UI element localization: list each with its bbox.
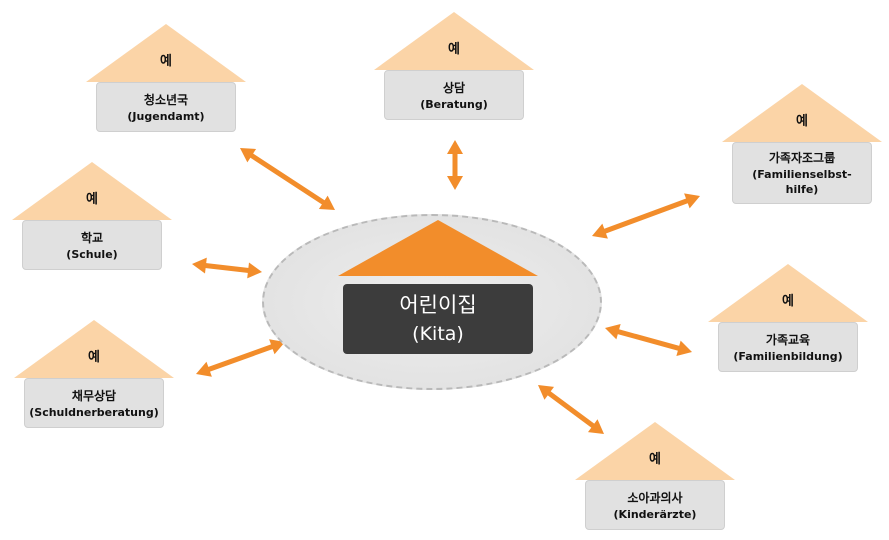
node-box: 채무상담 (Schuldnerberatung) xyxy=(24,378,164,428)
arrow-familienbildung xyxy=(605,324,692,356)
node-box: 소아과의사 (Kinderärzte) xyxy=(585,480,725,530)
node-roof-label: 예 xyxy=(782,294,794,309)
arrow-shaft xyxy=(201,262,253,274)
center-title: 어린이집 xyxy=(399,293,477,317)
arrow-head xyxy=(192,257,207,274)
node-box: 가족교육 (Familienbildung) xyxy=(718,322,858,372)
node-box: 청소년국 (Jugendamt) xyxy=(96,82,236,132)
node-label-de: (Schule) xyxy=(66,247,118,261)
node-roof-label: 예 xyxy=(88,350,100,365)
node-label-ko: 상담 xyxy=(442,80,466,95)
node-roof xyxy=(374,12,534,70)
arrow-head xyxy=(447,140,463,154)
node-roof xyxy=(14,320,174,378)
node-roof-label: 예 xyxy=(796,114,808,129)
arrow-schuldnerberatung xyxy=(196,339,285,377)
node-roof xyxy=(12,162,172,220)
arrow-head xyxy=(676,340,692,356)
node-box: 학교 (Schule) xyxy=(22,220,162,270)
node-label-de: (Familienselbst-hilfe) xyxy=(752,168,852,196)
arrow-shaft xyxy=(544,388,598,431)
node-roof-label: 예 xyxy=(160,54,172,69)
node-label-ko: 청소년국 xyxy=(143,92,189,107)
node-roof-label: 예 xyxy=(86,192,98,207)
node-roof xyxy=(575,422,735,480)
arrow-head xyxy=(196,361,212,377)
node-roof xyxy=(722,84,882,142)
node-roof-label: 예 xyxy=(448,42,460,57)
node-label-de: (Familienbildung) xyxy=(733,349,843,363)
arrow-head xyxy=(592,223,608,239)
center-node: 어린이집 (Kita) xyxy=(343,284,533,354)
node-label-ko: 채무상담 xyxy=(71,388,117,403)
arrow-jugendamt xyxy=(240,148,335,210)
node-label-ko: 소아과의사 xyxy=(627,490,683,505)
arrow-familienselbsthilfe xyxy=(592,193,700,239)
node-label-de: (Schuldnerberatung) xyxy=(29,405,159,419)
node-roof-label: 예 xyxy=(649,452,661,467)
node-roof xyxy=(86,24,246,82)
arrow-head xyxy=(684,193,700,209)
arrow-shaft xyxy=(613,328,684,352)
arrow-shaft xyxy=(247,151,328,207)
node-label-de: (Kinderärzte) xyxy=(613,507,697,521)
arrow-head xyxy=(240,148,257,163)
arrow-shaft xyxy=(204,343,277,373)
arrow-shaft xyxy=(600,197,692,235)
center-subtitle: (Kita) xyxy=(412,323,464,345)
node-box: 가족자조그룹 (Familienselbst-hilfe) xyxy=(732,142,872,204)
node-label-de: (Jugendamt) xyxy=(127,109,205,123)
arrow-schule xyxy=(192,257,262,279)
arrow-head xyxy=(605,324,621,340)
arrow-beratung xyxy=(447,140,463,190)
node-label-de: (Beratung) xyxy=(420,97,488,111)
arrow-head xyxy=(318,195,335,210)
node-label-ko: 가족자조그룹 xyxy=(768,151,836,165)
node-box: 상담 (Beratung) xyxy=(384,70,524,120)
node-label-ko: 학교 xyxy=(80,230,104,245)
arrow-head xyxy=(447,176,463,190)
node-roof xyxy=(708,264,868,322)
arrow-head xyxy=(538,385,555,400)
node-label-ko: 가족교육 xyxy=(765,332,811,347)
arrow-head xyxy=(247,262,262,279)
center-roof xyxy=(338,220,538,276)
